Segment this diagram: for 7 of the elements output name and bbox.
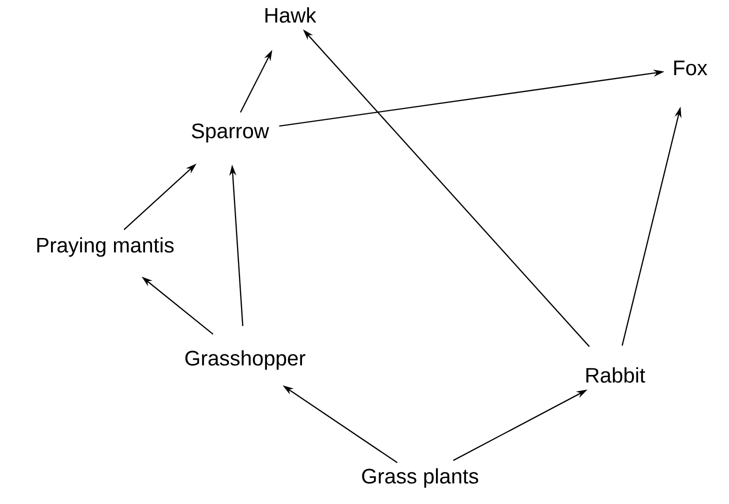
species-label: Grass plants	[362, 468, 478, 488]
species-label: Praying mantis	[37, 237, 174, 257]
species-label: Rabbit	[586, 367, 646, 383]
species-label: Hawk	[265, 7, 316, 23]
species-label: Sparrow	[192, 124, 270, 143]
species-label: Fox	[674, 60, 708, 76]
species-label: Grasshopper	[185, 350, 306, 370]
